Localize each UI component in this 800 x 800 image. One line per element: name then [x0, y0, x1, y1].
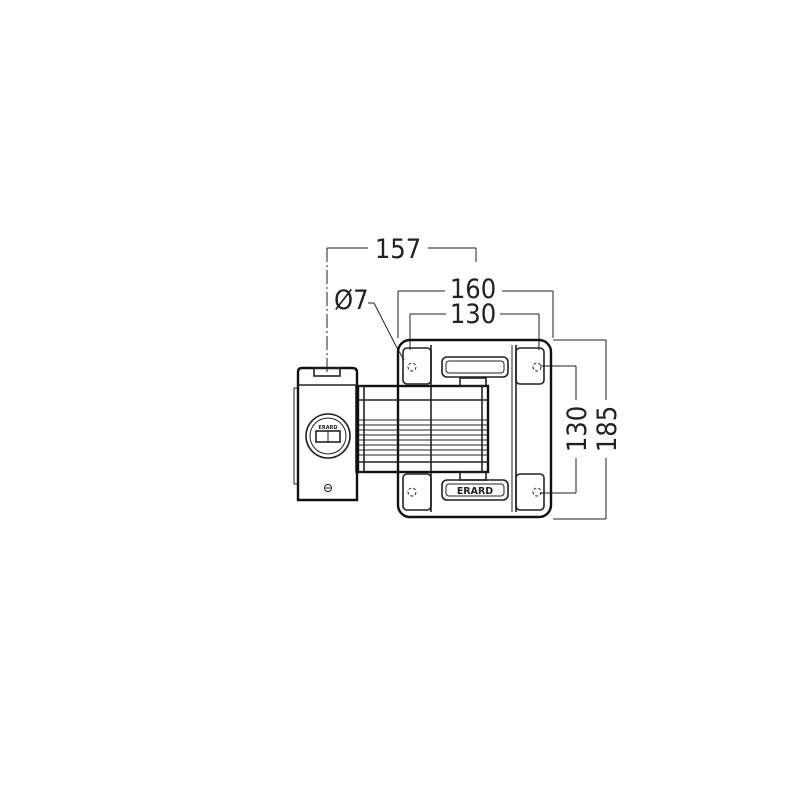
dimension-160-label: 160 — [450, 274, 496, 305]
dimension-130-horizontal-label: 130 — [450, 299, 496, 330]
head-logo: ERARD — [318, 425, 337, 431]
mounting-hole-bottom-right — [515, 473, 545, 511]
extension-arm — [355, 377, 490, 481]
dimension-185-label: 185 — [592, 406, 623, 452]
dimension-130-vertical: 130 — [540, 365, 593, 494]
dimension-130-vertical-label: 130 — [562, 406, 593, 452]
dimension-hole-diameter: Ø7 — [334, 285, 405, 361]
dimension-157: 157 — [326, 234, 477, 372]
dimension-157-label: 157 — [375, 234, 421, 265]
plate-top-slot — [441, 356, 509, 378]
wall-plate: ERARD — [396, 338, 553, 519]
dimension-160: 160 — [397, 274, 554, 338]
mount-head: ERARD — [293, 366, 359, 502]
mounting-hole-top-left — [402, 347, 432, 385]
dimension-185: 185 — [553, 339, 623, 520]
plate-logo: ERARD — [457, 486, 493, 497]
dimension-130-horizontal: 130 — [409, 299, 540, 350]
dimension-hole-diameter-label: Ø7 — [334, 285, 369, 316]
plate-logo-plaque: ERARD — [441, 479, 509, 501]
mounting-hole-top-right — [515, 347, 545, 385]
mounting-hole-bottom-left — [402, 473, 432, 511]
